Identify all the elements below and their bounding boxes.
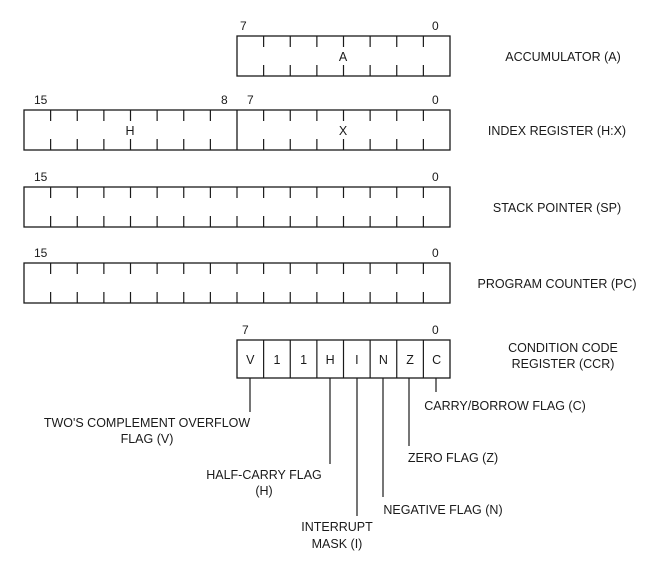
- register-name: ACCUMULATOR (A): [505, 50, 621, 64]
- ccr-bit-i: I: [355, 353, 358, 367]
- callout-interrupt-mask: INTERRUPT MASK (I): [301, 378, 373, 551]
- ccr-bit-h: H: [326, 353, 335, 367]
- bit-number-low: 0: [432, 19, 439, 33]
- bit-number-low: 0: [432, 323, 439, 337]
- register-name: PROGRAM COUNTER (PC): [477, 277, 636, 291]
- bit-number-0: 0: [432, 93, 439, 107]
- bit-number-high: 7: [242, 323, 249, 337]
- flag-callouts: TWO'S COMPLEMENT OVERFLOW FLAG (V) HALF-…: [44, 378, 586, 551]
- flag-label-line-1: TWO'S COMPLEMENT OVERFLOW: [44, 416, 251, 430]
- bit-ticks: [50, 263, 424, 303]
- bit-number-15: 15: [34, 93, 48, 107]
- ccr-bit-fixed-one: 1: [300, 353, 307, 367]
- bit-number-8: 8: [221, 93, 228, 107]
- flag-label-line-2: MASK (I): [312, 537, 363, 551]
- bit-ticks: [50, 110, 424, 150]
- ccr-bit-c: C: [432, 353, 441, 367]
- register-program-counter: 15 0 PROGRAM COUNTER (PC): [23, 246, 637, 304]
- register-name: STACK POINTER (SP): [493, 201, 621, 215]
- callout-carry-borrow-flag: CARRY/BORROW FLAG (C): [424, 378, 586, 413]
- register-name-line-2: REGISTER (CCR): [512, 357, 615, 371]
- callout-negative-flag: NEGATIVE FLAG (N): [382, 378, 503, 517]
- ccr-bit-n: N: [379, 353, 388, 367]
- flag-label-line-1: INTERRUPT: [301, 520, 373, 534]
- field-label-h: H: [125, 124, 134, 138]
- callout-overflow-flag: TWO'S COMPLEMENT OVERFLOW FLAG (V): [44, 378, 251, 446]
- ccr-bit-z: Z: [406, 353, 414, 367]
- flag-label-line-1: HALF-CARRY FLAG: [206, 468, 322, 482]
- bit-number-high: 15: [34, 246, 48, 260]
- register-name-line-1: CONDITION CODE: [508, 341, 618, 355]
- register-accumulator: 7 0 A ACCUMULATOR (A): [236, 19, 621, 77]
- register-ccr: V 1 1 H I N Z C 7 0 CONDITION CODE REGISTER (CC…: [236, 323, 618, 379]
- ccr-bit-cells: V 1 1 H I N Z C: [246, 353, 441, 367]
- field-label-x: X: [339, 124, 348, 138]
- flag-label-line-2: (H): [255, 484, 272, 498]
- bit-ticks: [50, 187, 424, 227]
- flag-label: CARRY/BORROW FLAG (C): [424, 399, 586, 413]
- flag-label: NEGATIVE FLAG (N): [383, 503, 502, 517]
- register-stack-pointer: 15 0 STACK POINTER (SP): [23, 170, 621, 228]
- register-name: INDEX REGISTER (H:X): [488, 124, 626, 138]
- bit-number-high: 7: [240, 19, 247, 33]
- bit-dividers: [263, 340, 424, 378]
- flag-label: ZERO FLAG (Z): [408, 451, 498, 465]
- bit-ticks: [263, 36, 424, 76]
- bit-number-high: 15: [34, 170, 48, 184]
- ccr-bit-v: V: [246, 353, 255, 367]
- register-index: 15 8 7 0 H X INDEX REGISTER (H:X): [23, 93, 626, 151]
- bit-number-low: 0: [432, 170, 439, 184]
- callout-zero-flag: ZERO FLAG (Z): [408, 378, 498, 465]
- flag-label-line-2: FLAG (V): [121, 432, 174, 446]
- ccr-bit-fixed-one: 1: [273, 353, 280, 367]
- bit-number-7: 7: [247, 93, 254, 107]
- field-label-a: A: [339, 50, 348, 64]
- callout-half-carry-flag: HALF-CARRY FLAG (H): [206, 378, 331, 498]
- bit-number-low: 0: [432, 246, 439, 260]
